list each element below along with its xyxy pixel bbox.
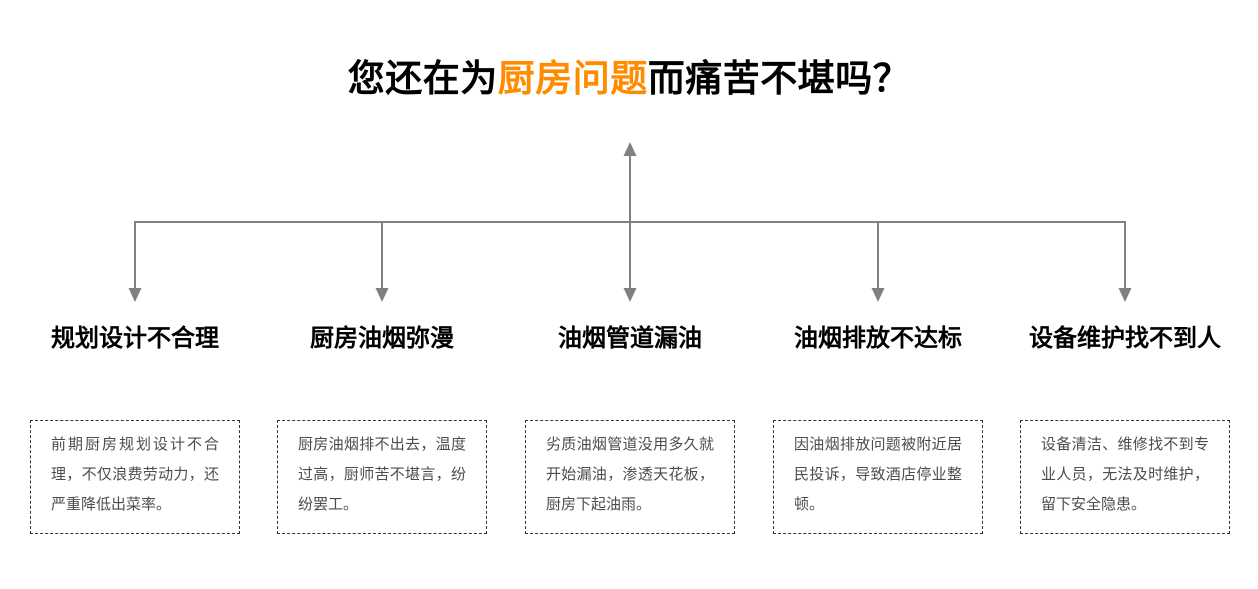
title-suffix: 而痛苦不堪吗？ <box>647 58 911 99</box>
problem-title: 设备维护找不到人 <box>1029 325 1221 352</box>
title-highlight: 厨房问题 <box>497 58 648 99</box>
problem-column-planning: 规划设计不合理 前期厨房规划设计不合理，不仅浪费劳动力，还严重降低出菜率。 <box>27 322 243 534</box>
page-title: 您还在为厨房问题而痛苦不堪吗？ <box>0 57 1258 101</box>
arrow-down-icon <box>871 288 885 302</box>
problem-column-fume-filled: 厨房油烟弥漫 厨房油烟排不出去，温度过高，厨师苦不堪言，纷纷罢工。 <box>274 322 490 534</box>
arrow-down-icon <box>375 288 389 302</box>
arrow-up-icon <box>623 142 637 156</box>
connector-lines <box>134 154 1126 290</box>
title-prefix: 您还在为 <box>347 58 498 99</box>
problem-description-box: 设备清洁、维修找不到专业人员，无法及时维护，留下安全隐患。 <box>1020 420 1230 534</box>
problem-title: 厨房油烟弥漫 <box>310 325 454 352</box>
problem-title: 油烟管道漏油 <box>558 325 702 352</box>
arrow-down-icon <box>623 288 637 302</box>
problem-title: 油烟排放不达标 <box>794 325 962 352</box>
problem-column-maintenance: 设备维护找不到人 设备清洁、维修找不到专业人员，无法及时维护，留下安全隐患。 <box>1017 322 1233 534</box>
connector-arrowheads <box>128 142 1132 302</box>
problem-description-box: 劣质油烟管道没用多久就开始漏油，渗透天花板，厨房下起油雨。 <box>525 420 735 534</box>
problem-description-box: 前期厨房规划设计不合理，不仅浪费劳动力，还严重降低出菜率。 <box>30 420 240 534</box>
problem-description-box: 厨房油烟排不出去，温度过高，厨师苦不堪言，纷纷罢工。 <box>277 420 487 534</box>
problem-description: 前期厨房规划设计不合理，不仅浪费劳动力，还严重降低出菜率。 <box>51 436 219 513</box>
problem-description: 厨房油烟排不出去，温度过高，厨师苦不堪言，纷纷罢工。 <box>298 436 466 513</box>
problem-description: 因油烟排放问题被附近居民投诉，导致酒店停业整顿。 <box>794 436 962 513</box>
problem-column-emission: 油烟排放不达标 因油烟排放问题被附近居民投诉，导致酒店停业整顿。 <box>770 322 986 534</box>
problem-column-duct-leak: 油烟管道漏油 劣质油烟管道没用多久就开始漏油，渗透天花板，厨房下起油雨。 <box>522 322 738 534</box>
problem-description: 设备清洁、维修找不到专业人员，无法及时维护，留下安全隐患。 <box>1041 436 1209 513</box>
arrow-down-icon <box>1118 288 1132 302</box>
problem-description: 劣质油烟管道没用多久就开始漏油，渗透天花板，厨房下起油雨。 <box>546 436 714 513</box>
arrow-down-icon <box>128 288 142 302</box>
problem-description-box: 因油烟排放问题被附近居民投诉，导致酒店停业整顿。 <box>773 420 983 534</box>
problem-title: 规划设计不合理 <box>51 325 219 352</box>
